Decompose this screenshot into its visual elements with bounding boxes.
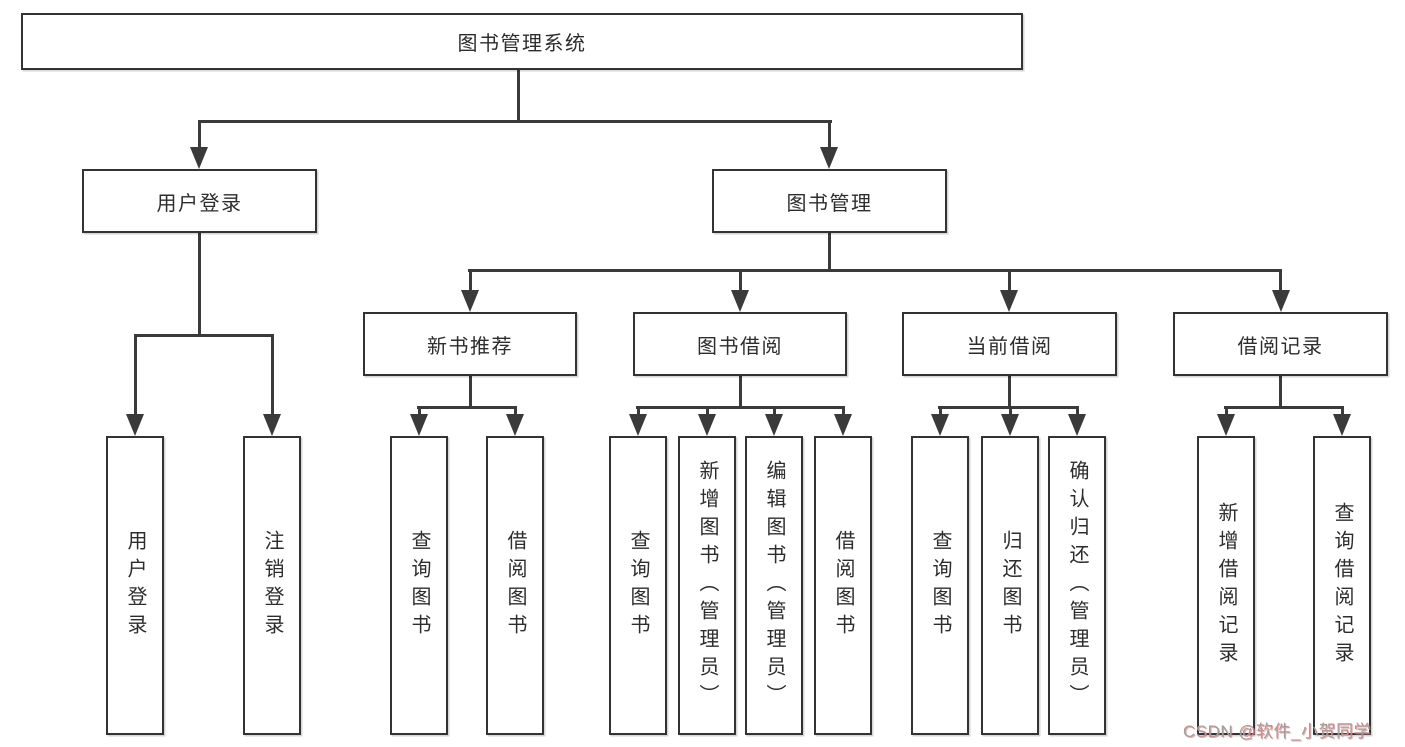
connector-arm-l3	[1008, 269, 1011, 293]
node-user-login: 用户登录	[82, 169, 317, 233]
connector-recommend-horizontal	[417, 406, 517, 409]
leaf-query-borrow-record: 查询借阅记录	[1313, 436, 1371, 735]
leaf-add-books-admin: 新增图书（管理员）	[678, 436, 736, 735]
connector-arm-leaf	[1225, 406, 1228, 418]
arrowhead-icon	[1000, 290, 1018, 312]
connector-current-stem	[1008, 376, 1011, 409]
connector-arm-leaf	[514, 406, 517, 418]
connector-arm-leaf	[271, 334, 274, 417]
arrowhead-icon	[765, 414, 783, 436]
leaf-query-books: 查询图书	[911, 436, 969, 735]
arrowhead-icon	[461, 290, 479, 312]
connector-records-horizontal	[1224, 406, 1344, 409]
leaf-return-books: 归还图书	[981, 436, 1039, 735]
connector-bookmgmt-horizontal	[468, 269, 1282, 272]
connector-arm-leaf	[706, 406, 709, 418]
connector-userlogin-stem	[198, 233, 201, 337]
connector-arm-leaf	[773, 406, 776, 418]
arrowhead-icon	[126, 414, 144, 436]
connector-borrow-stem	[739, 376, 742, 409]
connector-arm-leaf	[134, 334, 137, 417]
connector-root-horizontal	[198, 120, 832, 123]
leaf-borrow-books: 借阅图书	[814, 436, 872, 735]
arrowhead-icon	[506, 414, 524, 436]
leaf-edit-books-admin: 编辑图书（管理员）	[745, 436, 803, 735]
node-root: 图书管理系统	[21, 13, 1023, 70]
arrowhead-icon	[1333, 414, 1351, 436]
connector-records-stem	[1279, 376, 1282, 409]
connector-arm-leaf	[1076, 406, 1079, 418]
node-new-book-recommend: 新书推荐	[363, 312, 577, 376]
arrowhead-icon	[1001, 414, 1019, 436]
arrowhead-icon	[1068, 414, 1086, 436]
connector-arm-leaf	[1009, 406, 1012, 418]
node-book-borrow: 图书借阅	[633, 312, 847, 376]
connector-root-stem	[517, 70, 520, 122]
arrowhead-icon	[263, 414, 281, 436]
arrowhead-icon	[410, 414, 428, 436]
arrowhead-icon	[190, 147, 208, 169]
arrowhead-icon	[834, 414, 852, 436]
connector-current-horizontal	[938, 406, 1079, 409]
csdn-watermark: CSDN @软件_小贺同学	[1183, 722, 1372, 741]
connector-borrow-horizontal	[636, 406, 845, 409]
node-borrow-records: 借阅记录	[1173, 312, 1388, 376]
connector-arm-leaf	[842, 406, 845, 418]
node-book-management: 图书管理	[712, 169, 947, 233]
connector-arm-book-mgmt	[828, 120, 831, 150]
leaf-add-borrow-record: 新增借阅记录	[1197, 436, 1255, 735]
leaf-logout: 注销登录	[243, 436, 301, 735]
connector-userlogin-horizontal	[134, 334, 274, 337]
leaf-borrow-books: 借阅图书	[486, 436, 544, 735]
leaf-confirm-return-admin: 确认归还（管理员）	[1048, 436, 1106, 735]
connector-arm-l3	[469, 269, 472, 293]
arrowhead-icon	[820, 147, 838, 169]
connector-arm-leaf	[939, 406, 942, 418]
connector-arm-leaf	[1341, 406, 1344, 418]
leaf-query-books: 查询图书	[609, 436, 667, 735]
connector-arm-leaf	[637, 406, 640, 418]
connector-recommend-stem	[469, 376, 472, 409]
arrowhead-icon	[931, 414, 949, 436]
connector-arm-user-login	[198, 120, 201, 150]
arrowhead-icon	[1217, 414, 1235, 436]
arrowhead-icon	[731, 290, 749, 312]
leaf-user-login: 用户登录	[106, 436, 164, 735]
node-current-borrow: 当前借阅	[902, 312, 1117, 376]
connector-arm-l3	[739, 269, 742, 293]
leaf-query-books: 查询图书	[390, 436, 448, 735]
connector-arm-leaf	[418, 406, 421, 418]
arrowhead-icon	[1272, 290, 1290, 312]
connector-arm-l3	[1279, 269, 1282, 293]
arrowhead-icon	[698, 414, 716, 436]
arrowhead-icon	[629, 414, 647, 436]
connector-bookmgmt-stem	[828, 233, 831, 272]
